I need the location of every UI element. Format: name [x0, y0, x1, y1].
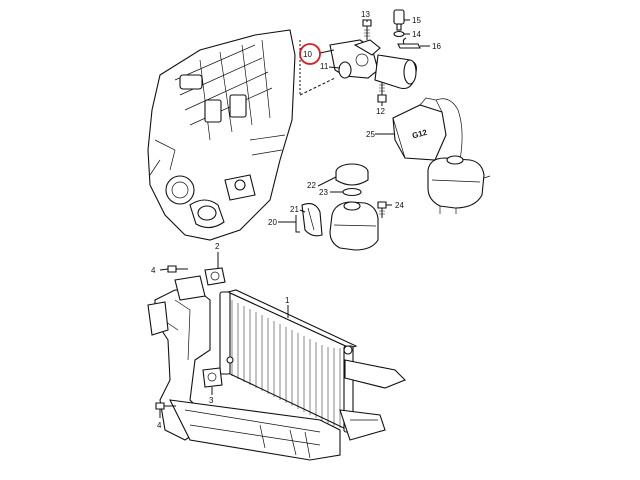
coolant-can-label: G12	[411, 128, 428, 141]
coolant-flange-assembly	[299, 9, 421, 103]
callout-12: 12	[376, 107, 385, 116]
engine-block	[147, 29, 296, 241]
callout-4-upper: 4	[151, 266, 156, 275]
coolant-can: G12	[392, 97, 463, 161]
callout-23: 23	[319, 188, 328, 197]
callout-1: 1	[285, 296, 290, 305]
callout-21: 21	[290, 205, 299, 214]
callout-14: 14	[412, 30, 421, 39]
callout-24: 24	[395, 201, 404, 210]
expansion-tank-assembly	[295, 163, 387, 251]
expansion-tank-right	[427, 155, 491, 214]
callouts: 1 2 3 4 4 10 11 12 13 14 15 16 20 21 22 …	[151, 10, 441, 430]
leader-lines	[159, 19, 430, 418]
callout-2: 2	[215, 242, 220, 251]
radiator-assembly	[147, 265, 406, 461]
callout-22: 22	[307, 181, 316, 190]
callout-11: 11	[320, 62, 329, 71]
callout-15: 15	[412, 16, 421, 25]
highlight-ring-10	[299, 43, 321, 65]
radiator-fins	[231, 300, 341, 428]
callout-10: 10	[303, 50, 312, 59]
callout-20: 20	[268, 218, 277, 227]
callout-4-lower: 4	[157, 421, 162, 430]
callout-3: 3	[209, 396, 214, 405]
callout-16: 16	[432, 42, 441, 51]
callout-25: 25	[366, 130, 375, 139]
callout-13: 13	[361, 10, 370, 19]
